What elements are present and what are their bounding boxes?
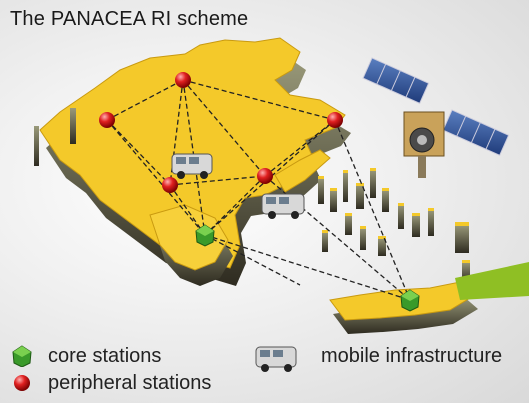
peripheral-station bbox=[162, 177, 178, 193]
core-stations bbox=[195, 224, 420, 312]
van-icon bbox=[261, 193, 305, 219]
peloponnese-top bbox=[149, 204, 229, 271]
peripheral-station bbox=[327, 112, 343, 128]
legend-core-label: core stations bbox=[48, 345, 162, 367]
red-sphere-icon bbox=[14, 375, 30, 391]
core-station bbox=[400, 289, 420, 312]
legend: core stations mobile infrastructure peri… bbox=[0, 339, 529, 403]
van-icon bbox=[171, 153, 213, 179]
peripheral-stations bbox=[99, 72, 343, 193]
van-icon bbox=[255, 346, 297, 372]
peripheral-station bbox=[175, 72, 191, 88]
legend-mobile-label: mobile infrastructure bbox=[321, 345, 503, 367]
diagram-title: The PANACEA RI scheme bbox=[10, 8, 249, 30]
peripheral-station bbox=[257, 168, 273, 184]
legend-peripheral-label: peripheral stations bbox=[48, 372, 212, 394]
green-crystal-icon bbox=[12, 345, 32, 367]
evia-island bbox=[274, 149, 331, 193]
core-station bbox=[195, 224, 215, 247]
satellite-icon bbox=[362, 57, 510, 178]
aegean-islands bbox=[34, 108, 470, 282]
green-arrow bbox=[455, 262, 529, 300]
peripheral-station bbox=[99, 112, 115, 128]
